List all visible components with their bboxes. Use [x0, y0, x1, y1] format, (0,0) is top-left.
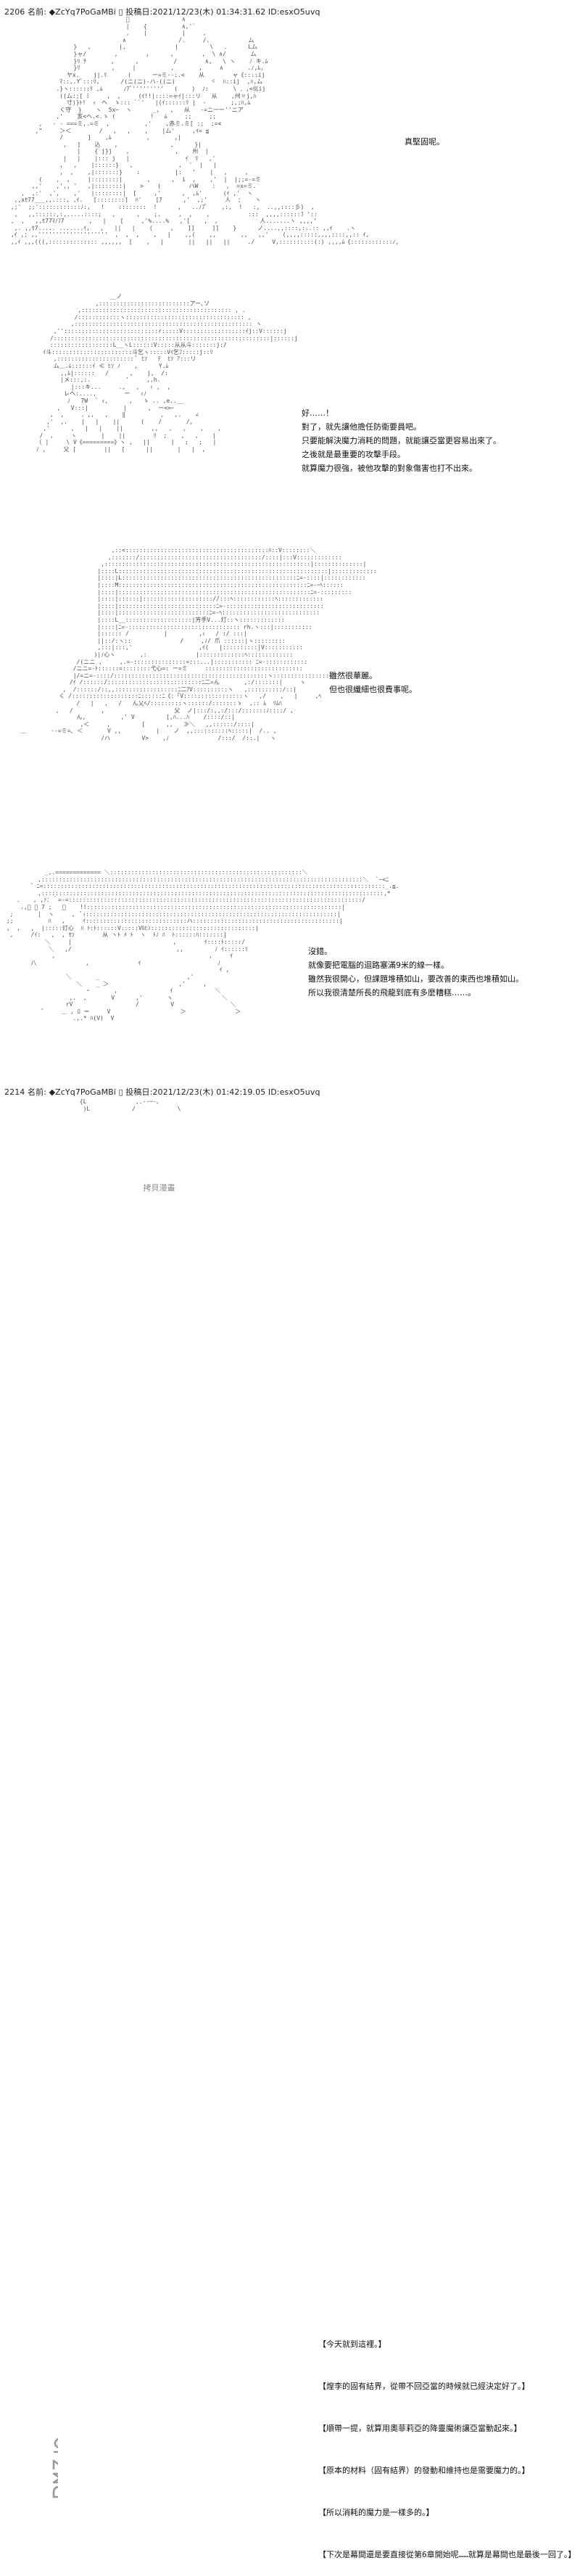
dialog-line: 就算魔力很強，被他攻擊的對象傷害也打不出來。	[302, 464, 477, 473]
dialog-line: 雖然很華麗。	[329, 671, 377, 680]
dialog-line: 【順帶一提，就算用奧菲莉亞的降靈魔術讓亞當動起來。】	[318, 2424, 522, 2433]
dialog-line: 好……！	[302, 408, 334, 418]
ascii-art-character-3: ,::<::::::::::::::::::::::::::::::::::::…	[20, 547, 377, 742]
dialog-line: 就像要把電腦的迴路塞滿9米的線一樣。	[308, 960, 449, 970]
post-header-2206: 2206 名前: ◆ZcYq7PoGaMBi ▯ 投稿日:2021/12/23(…	[4, 7, 320, 17]
dialog-line: 但也很纖細也很費事呢。	[329, 685, 417, 694]
dialog-line: 【原本的材料（固有結界）的發動和維持也是需要魔力的。】	[318, 2466, 530, 2475]
dialog-line: 【煌李的固有結界，從帶不回亞當的時候就已經決定好了。】	[318, 2382, 530, 2391]
dialog-panel-5: 【今天就到這裡。】 【煌李的固有結界，從帶不回亞當的時候就已經決定好了。】 【順…	[318, 2310, 576, 2576]
site-watermark: 拷貝漫畫	[143, 1182, 175, 1193]
dialog-line: 真堅固呢。	[405, 137, 444, 147]
dialog-line: 沒錯。	[308, 947, 332, 956]
post-header-2214: 2214 名前: ◆ZcYq7PoGaMBi ▯ 投稿日:2021/12/23(…	[4, 1087, 320, 1097]
dialog-line: 【下次是幕間還是要直接從第6章開始呢……就算是幕間也是最後一回了。】	[318, 2550, 576, 2559]
dialog-line: 所以我很清楚所長的飛龍到底有多麼糟糕……。	[308, 988, 476, 997]
ascii-art-character-5: {L ,.-‐─-､ )L / \ 【今天就到這裡。】 【煌李的固有結界，從帶不…	[38, 1098, 576, 2559]
dialog-panel-1: 真堅固呢。	[405, 135, 444, 149]
dialog-panel-3: 雖然很華麗。 但也很纖細也很費事呢。	[329, 669, 417, 696]
dmzj-logo-watermark	[52, 2437, 58, 2498]
ascii-art-character-2: __ノ ,::::::::::::::::::::::::::アー､ソ ,:::…	[36, 293, 298, 453]
dialog-line: 【所以消耗的魔力是一樣多的。】	[318, 2508, 434, 2517]
dialog-line: 【今天就到這裡。】	[318, 2340, 386, 2349]
dialog-line: 對了，就先讓他擔任防衛要員吧。	[302, 422, 421, 432]
dialog-panel-2: 好……！ 對了，就先讓他擔任防衛要員吧。 只要能解決魔力消耗的問題，就能讓亞當更…	[302, 406, 501, 475]
dialog-line: 只要能解決魔力消耗的問題，就能讓亞當更容易出來了。	[302, 436, 501, 445]
dialog-line: 雖然我很開心，但課題堆積如山，要改善的東西也堆積如山。	[308, 974, 523, 984]
dialog-line: 之後就是最重要的攻擊手段。	[302, 450, 405, 459]
dialog-panel-4: 沒錯。 就像要把電腦的迴路塞滿9米的線一樣。 雖然我很開心，但課題堆積如山，要改…	[308, 945, 523, 1000]
ascii-art-character-4: _,.============= ＼::::::::::::::::::::::…	[6, 869, 399, 1022]
ascii-art-character-1: ﾞ ∧ | { ∧,'` , | | , ∧ /. /.	[10, 16, 399, 245]
